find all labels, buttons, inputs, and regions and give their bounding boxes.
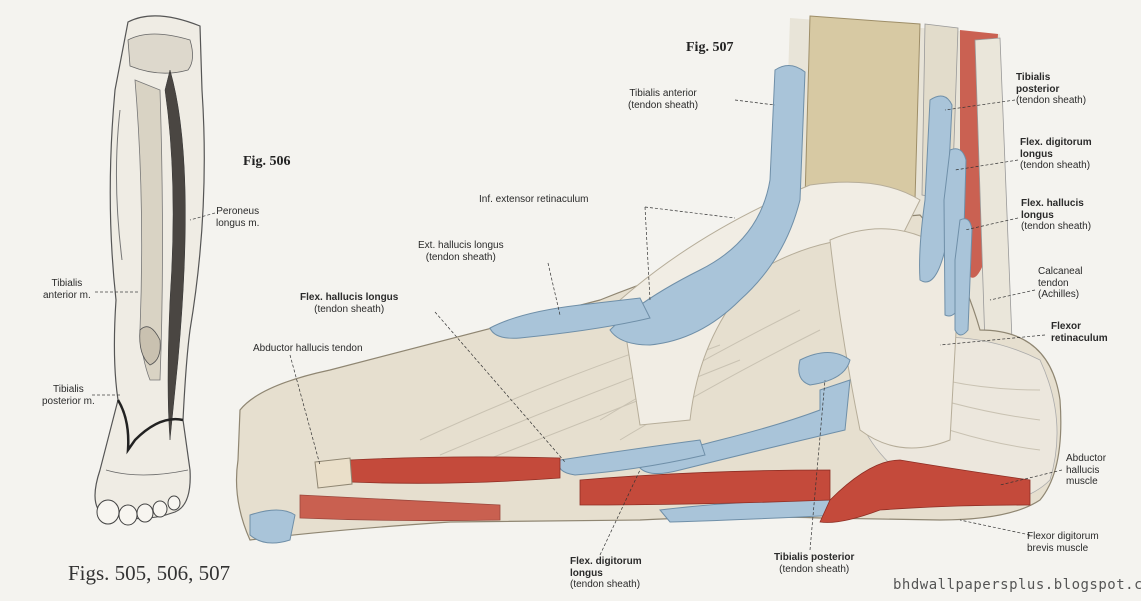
label-line: muscle <box>1066 476 1098 487</box>
label-line: Tibialis anterior <box>629 88 697 99</box>
label-line: Flexor digitorum <box>1027 531 1099 542</box>
label-line: longus m. <box>216 217 260 229</box>
label-line: longus <box>1021 209 1054 221</box>
label-line: Tibialis posterior <box>774 552 855 563</box>
label-line: (tendon sheath) <box>425 251 496 263</box>
label-line: (tendon sheath) <box>779 563 850 575</box>
label-abductor-hallucis-tendon: Abductor hallucis tendon <box>253 343 363 354</box>
fig-507-title: Fig. 507 <box>686 40 734 55</box>
label-line: posterior <box>1016 83 1060 95</box>
label-line: Flex. digitorum <box>570 556 642 567</box>
label-line: Peroneus <box>216 206 260 217</box>
label-tibialis-posterior-muscle: Tibialis posterior m. <box>42 384 95 407</box>
label-tibialis-anterior-muscle: Tibialis anterior m. <box>43 278 91 301</box>
label-line: (tendon sheath) <box>314 303 385 315</box>
label-line: tendon <box>1038 277 1069 289</box>
label-line: (tendon sheath) <box>1020 160 1091 171</box>
label-flexor-retinaculum: Flexor retinaculum <box>1051 321 1108 344</box>
label-tibialis-posterior-sheath: Tibialis posterior (tendon sheath) <box>1016 72 1086 107</box>
label-tibialis-posterior-bottom: Tibialis posterior (tendon sheath) <box>774 552 854 575</box>
label-line: longus <box>1020 148 1053 160</box>
watermark: bhdwallpapersplus.blogspot.com <box>893 577 1141 593</box>
label-line: (Achilles) <box>1038 289 1080 300</box>
label-line: (tendon sheath) <box>1016 95 1087 106</box>
label-line: Flex. hallucis <box>1021 198 1084 209</box>
label-line: Ext. hallucis longus <box>418 240 504 251</box>
label-line: Calcaneal <box>1038 266 1083 277</box>
label-ext-hallucis-longus: Ext. hallucis longus (tendon sheath) <box>418 240 504 263</box>
label-abductor-hallucis-muscle: Abductor hallucis muscle <box>1066 453 1106 488</box>
label-line: Flexor <box>1051 321 1082 332</box>
label-calcaneal-tendon: Calcaneal tendon (Achilles) <box>1038 266 1082 301</box>
leg-illustration <box>92 15 216 526</box>
label-flex-hallucis-longus-left: Flex. hallucis longus (tendon sheath) <box>300 292 398 315</box>
label-line: (tendon sheath) <box>570 579 641 590</box>
label-flex-hallucis-longus-right: Flex. hallucis longus (tendon sheath) <box>1021 198 1091 233</box>
label-line: longus <box>570 567 603 579</box>
label-line: Abductor <box>1066 453 1107 464</box>
label-line: Tibialis <box>53 384 84 395</box>
label-flex-digitorum-longus-right: Flex. digitorum longus (tendon sheath) <box>1020 137 1092 172</box>
fig-506-title: Fig. 506 <box>243 154 291 169</box>
label-line: posterior m. <box>42 395 95 407</box>
label-line: retinaculum <box>1051 332 1108 344</box>
leader-lines <box>289 99 1063 556</box>
label-line: Flex. hallucis longus <box>300 292 399 303</box>
label-line: (tendon sheath) <box>1021 221 1092 232</box>
label-line: hallucis <box>1066 464 1100 476</box>
label-line: Tibialis <box>1016 72 1051 83</box>
label-line: anterior m. <box>43 289 91 301</box>
label-flex-digitorum-longus-bottom: Flex. digitorum longus (tendon sheath) <box>570 556 642 591</box>
figure-caption: Figs. 505, 506, 507 <box>68 561 231 585</box>
label-line: brevis muscle <box>1027 542 1089 554</box>
label-peroneus-longus: Peroneus longus m. <box>216 206 259 229</box>
label-tibialis-anterior-sheath: Tibialis anterior (tendon sheath) <box>628 88 698 111</box>
foot-illustration <box>235 15 1062 544</box>
label-line: Flex. digitorum <box>1020 137 1092 148</box>
label-flexor-digitorum-brevis: Flexor digitorum brevis muscle <box>1027 531 1099 554</box>
label-line: Tibialis <box>51 278 83 289</box>
label-line: (tendon sheath) <box>628 99 699 111</box>
label-inf-extensor-retinaculum: Inf. extensor retinaculum <box>479 194 589 205</box>
